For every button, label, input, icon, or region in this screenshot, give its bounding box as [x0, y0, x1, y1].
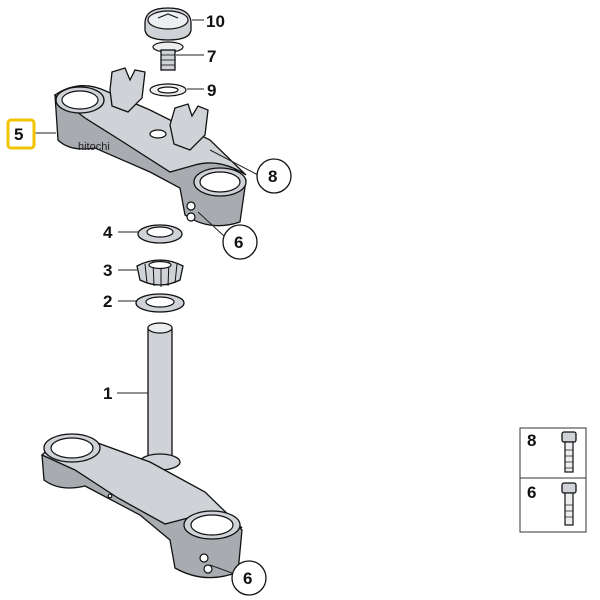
- watermark-text: hitochi: [78, 141, 110, 153]
- callout-2-label: 2: [103, 292, 112, 311]
- part-3-bearing: [136, 259, 184, 287]
- legend-label-8: 8: [527, 431, 536, 450]
- callout-6-upper-label: 6: [234, 233, 243, 252]
- callout-5-highlight-box: [6, 118, 36, 150]
- leader-lines: [34, 19, 259, 574]
- callout-4: 4: [103, 223, 113, 242]
- callout-1-label: 1: [103, 384, 112, 403]
- part-7-bolt: [152, 41, 184, 71]
- callout-9-label: 9: [207, 81, 216, 100]
- callout-6-lower-label: 6: [243, 569, 252, 588]
- legend-bolt-short-icon: [561, 482, 577, 526]
- callout-5-highlighted[interactable]: 5: [6, 118, 36, 150]
- callout-10-label: 10: [206, 12, 225, 31]
- callout-6-lower: 6: [231, 560, 267, 596]
- part-9-washer: [149, 83, 187, 97]
- legend-label-6: 6: [527, 483, 536, 502]
- callout-7: 7: [207, 47, 216, 66]
- part-2-race: [135, 293, 185, 313]
- callout-3-label: 3: [103, 261, 112, 280]
- part-10-cap: [144, 7, 192, 41]
- part-1-lower-triple-clamp: [40, 322, 243, 579]
- fastener-legend: 8 6: [519, 427, 587, 533]
- callout-9: 9: [207, 81, 216, 100]
- legend-bolt-long-icon: [561, 431, 577, 473]
- callout-3: 3: [103, 261, 112, 280]
- callout-8: 8: [256, 158, 292, 194]
- callout-8-label: 8: [268, 167, 277, 186]
- callout-5-label: 5: [14, 125, 23, 144]
- callout-4-label: 4: [103, 223, 113, 242]
- callout-10: 10: [206, 12, 225, 31]
- callout-7-label: 7: [207, 47, 216, 66]
- part-4-seal: [137, 224, 183, 244]
- part-5-upper-triple-clamp: [53, 67, 247, 227]
- callout-6-upper: 6: [222, 224, 258, 260]
- callout-1: 1: [103, 384, 112, 403]
- callout-2: 2: [103, 292, 112, 311]
